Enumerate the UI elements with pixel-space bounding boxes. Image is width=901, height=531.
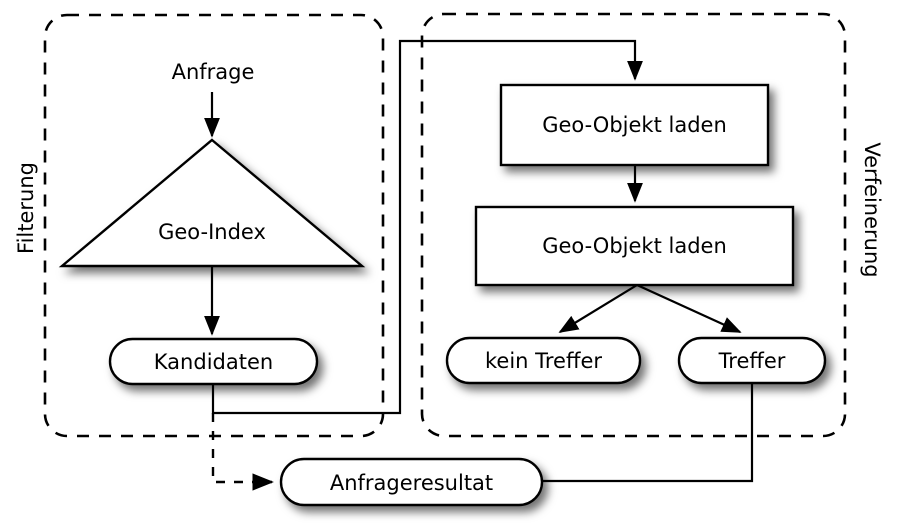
node-kein-treffer[interactable]: kein Treffer: [445, 336, 642, 385]
edge-kandidaten-to-anfrageresultat: [211, 413, 274, 491]
node-kandidaten[interactable]: Kandidaten: [108, 337, 319, 386]
node-geo-index-shape: [58, 138, 366, 268]
node-treffer-shape: [677, 336, 827, 385]
node-geo-index[interactable]: Geo-Index: [58, 138, 366, 268]
node-geo-objekt-laden-1-shape: [499, 83, 770, 167]
node-geo-objekt-laden-2-shape: [474, 205, 795, 287]
node-geo-objekt-laden-2[interactable]: Geo-Objekt laden: [474, 205, 795, 287]
edge-treffer-to-anfrageresultat: [542, 383, 754, 483]
group-verfeinerung: Verfeinerung: [420, 12, 884, 438]
group-verfeinerung-label: Verfeinerung: [860, 142, 884, 277]
node-anfrageresultat[interactable]: Anfrageresultat: [279, 457, 544, 507]
group-verfeinerung-border: [420, 12, 847, 438]
group-filterung-label: Filterung: [14, 162, 38, 254]
node-anfrageresultat-shape: [279, 457, 544, 507]
edge-geo-objekt-laden-2-to-kein-treffer: [558, 284, 638, 333]
edge-geo-objekt-laden-2-to-treffer: [636, 283, 742, 334]
node-kandidaten-shape: [108, 337, 319, 386]
node-treffer[interactable]: Treffer: [677, 336, 827, 385]
node-anfrage-label: Anfrage: [172, 60, 255, 84]
node-geo-objekt-laden-1[interactable]: Geo-Objekt laden: [499, 83, 770, 167]
edge-kandidaten-to-geo-objekt-laden-1: [211, 39, 643, 415]
node-kein-treffer-shape: [445, 336, 642, 385]
